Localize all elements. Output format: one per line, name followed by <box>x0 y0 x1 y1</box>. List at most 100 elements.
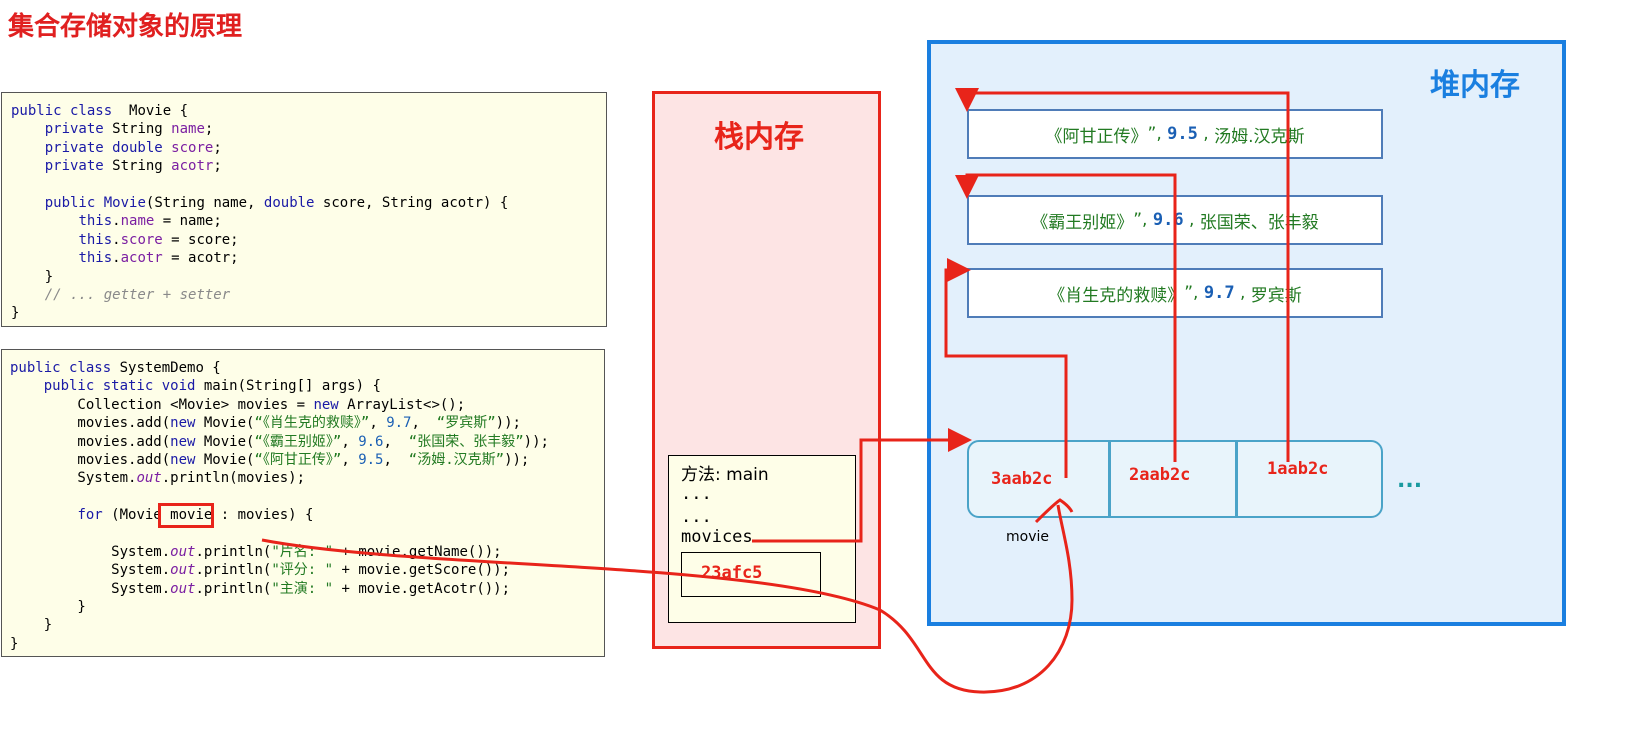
code-token: acotr <box>171 158 214 175</box>
frame-dots-2: ... <box>681 507 712 527</box>
code-token: // ... getter + setter <box>44 286 231 303</box>
code-token: )); <box>504 451 530 468</box>
code-token: score <box>120 231 163 248</box>
code-line: this.acotr = acotr; <box>11 249 606 267</box>
frame-var-movices: movices <box>681 527 753 547</box>
collection-ellipsis: ... <box>1397 468 1423 493</box>
code-token: score <box>171 139 214 156</box>
code-token: ; <box>204 121 214 138</box>
code-line: movies.add(new Movie(“《霸王别姬》”, 9.6, “张国荣… <box>10 433 604 451</box>
code-token: private <box>44 121 104 138</box>
code-line: this.score = score; <box>11 231 606 249</box>
code-line: private double score; <box>11 139 606 157</box>
code-token: .println( <box>195 580 272 597</box>
code-token: } <box>10 635 19 652</box>
object-title: 《霸王别姬》 <box>1031 212 1134 233</box>
movie-class-code: public class Movie { private String name… <box>1 92 607 327</box>
code-token: score, String acotr) { <box>314 194 509 211</box>
code-line: public class Movie { <box>11 102 606 120</box>
code-token: “《肖生克的救赎》” <box>254 415 370 432</box>
code-token: public <box>44 194 96 211</box>
code-token: private double <box>44 139 163 156</box>
code-token: this <box>78 250 113 267</box>
code-line: System.out.println("片名: " + movie.getNam… <box>10 543 604 561</box>
code-line: movies.add(new Movie(“《肖生克的救赎》”, 9.7, “罗… <box>10 414 604 432</box>
code-token: (Movie movie : movies) { <box>102 507 314 524</box>
code-token: new <box>313 396 339 413</box>
code-token: movies.add( <box>10 433 171 450</box>
cell-divider <box>1108 440 1111 518</box>
code-token: Movie( <box>195 415 255 432</box>
cell-address-3: 1aab2c <box>1267 459 1329 479</box>
code-token: double <box>263 194 315 211</box>
code-token: name <box>171 121 205 138</box>
code-token: “《霸王别姬》” <box>254 433 342 450</box>
cell-divider <box>1235 440 1238 518</box>
code-token: .println( <box>195 562 272 579</box>
code-token: public static void <box>43 378 196 395</box>
code-token: .println( <box>195 543 272 560</box>
code-token: private <box>44 158 104 175</box>
code-token: = score; <box>162 231 239 248</box>
frame-method-label: 方法: main <box>681 465 769 485</box>
system-demo-code: public class SystemDemo { public static … <box>1 349 605 657</box>
code-token: movies.add( <box>10 451 171 468</box>
code-token: ; <box>213 158 222 175</box>
code-token: acotr <box>120 250 163 267</box>
code-token: for <box>77 507 103 524</box>
arrow-2aab2c-to-bawang <box>955 173 1177 462</box>
code-token: this <box>78 231 113 248</box>
code-token: out <box>136 470 162 487</box>
code-line: } <box>11 304 606 322</box>
code-token: SystemDemo { <box>111 360 221 376</box>
code-token: ; <box>213 139 222 156</box>
code-token: , <box>383 451 409 468</box>
code-line: private String acotr; <box>11 157 606 175</box>
code-line: private String name; <box>11 120 606 138</box>
code-token: Movie { <box>112 103 189 119</box>
cell-address-2: 2aab2c <box>1129 465 1191 485</box>
object-actor: 汤姆.汉克斯 <box>1214 126 1305 147</box>
code-token: . <box>112 213 121 230</box>
code-line: } <box>10 635 604 653</box>
code-token: + movie.getScore()); <box>333 562 511 579</box>
code-token: System. <box>10 470 137 487</box>
code-token: . <box>112 231 121 248</box>
code-line: System.out.println(movies); <box>10 469 604 487</box>
code-line: Collection <Movie> movies = new ArrayLis… <box>10 396 604 414</box>
code-line: } <box>10 616 604 634</box>
object-title: 《肖生克的救赎》 <box>1048 285 1185 306</box>
code-token: Movie <box>103 194 146 211</box>
code-token: 9.6 <box>358 433 384 450</box>
code-token: + movie.getAcotr()); <box>333 580 511 597</box>
code-token: System. <box>10 580 171 597</box>
code-token: System. <box>10 562 171 579</box>
code-token: System. <box>10 543 171 560</box>
code-line: public class SystemDemo { <box>10 359 604 377</box>
arrow-movices-to-collection <box>752 428 972 543</box>
code-line: } <box>11 268 606 286</box>
frame-dots-1: ... <box>681 484 712 504</box>
code-line: movies.add(new Movie(“《阿甘正传》”, 9.5, “汤姆.… <box>10 451 604 469</box>
code-token: out <box>170 580 196 597</box>
code-token: Movie( <box>195 433 255 450</box>
code-token: “汤姆.汉克斯” <box>408 451 505 468</box>
code-line: System.out.println("评分: " + movie.getSco… <box>10 561 604 579</box>
code-token: } <box>11 268 54 285</box>
code-token: out <box>170 562 196 579</box>
code-token: name <box>120 213 155 230</box>
code-token: new <box>170 415 196 432</box>
code-token: )); <box>523 433 549 450</box>
code-token: Movie( <box>195 451 255 468</box>
code-token: , <box>411 415 437 432</box>
code-token: String <box>103 158 172 175</box>
arrow-1aab2c-to-agan <box>955 88 1290 462</box>
code-token: , <box>341 451 359 468</box>
code-token: "评分: " <box>271 562 334 579</box>
arrow-movie-head <box>1034 498 1074 524</box>
code-token: )); <box>495 415 521 432</box>
code-token: , <box>369 415 387 432</box>
code-token: "主演: " <box>271 580 334 597</box>
code-token: .println(movies); <box>161 470 306 487</box>
